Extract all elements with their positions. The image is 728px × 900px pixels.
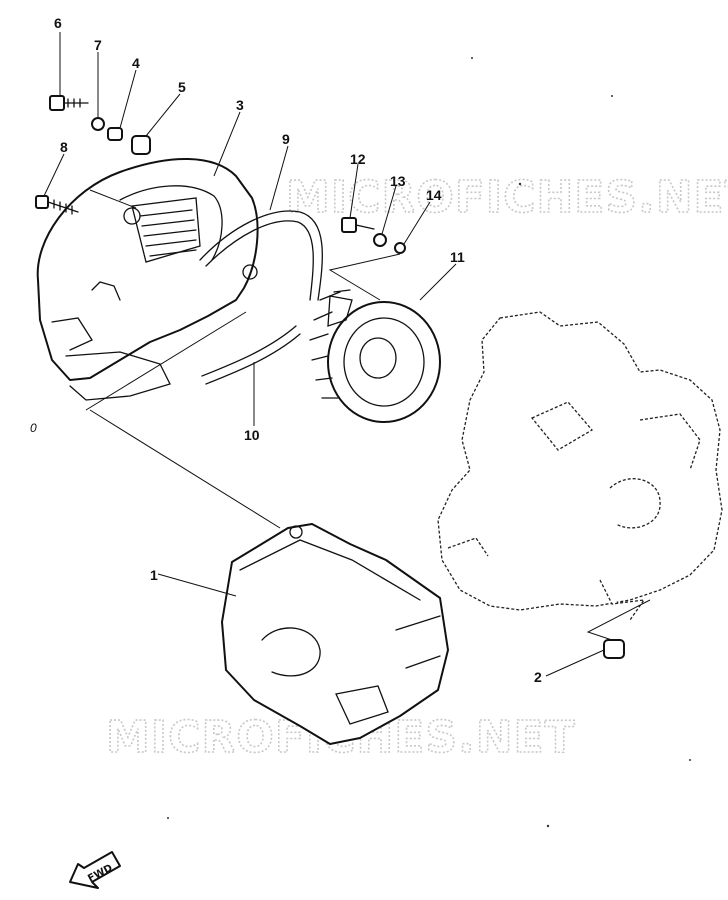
callout-12: 12: [350, 151, 366, 167]
callout-2: 2: [534, 669, 542, 685]
assembly-guides: [85, 189, 651, 641]
callout-13: 13: [390, 173, 406, 189]
callout-5: 5: [178, 79, 186, 95]
callout-7: 7: [94, 37, 102, 53]
corner-mark: 0: [30, 421, 37, 435]
flywheel-fan: [309, 289, 441, 423]
grommet-5: [131, 135, 151, 155]
callout-6: 6: [54, 15, 62, 31]
screw-8: [35, 195, 79, 215]
bolt-6: [49, 95, 89, 111]
washer-13: [373, 233, 387, 247]
callout-leaders: [43, 32, 605, 677]
engine-case: [437, 311, 723, 621]
callout-8: 8: [60, 139, 68, 155]
callout-9: 9: [282, 131, 290, 147]
callout-3: 3: [236, 97, 244, 113]
hose-9: [199, 210, 323, 301]
clip-2: [603, 639, 625, 659]
callout-1: 1: [150, 567, 158, 583]
collar-4: [107, 127, 123, 141]
nut-14: [394, 242, 406, 254]
bolt-12: [341, 217, 375, 233]
air-shroud: [221, 523, 449, 745]
callout-10: 10: [244, 427, 260, 443]
callout-14: 14: [426, 187, 442, 203]
callout-11: 11: [450, 249, 465, 265]
callout-labels: 1 2 3 4 5 6 7 8 9 10 11 12 13 14: [54, 15, 542, 685]
fan-shroud: [36, 158, 259, 401]
hose-10: [201, 325, 301, 385]
washer-7: [91, 117, 105, 131]
fwd-arrow-icon: FWD: [69, 851, 121, 889]
watermark-top: MICROFICHES.NET: [286, 172, 728, 223]
scan-specks: [167, 57, 691, 828]
callout-4: 4: [132, 55, 140, 71]
